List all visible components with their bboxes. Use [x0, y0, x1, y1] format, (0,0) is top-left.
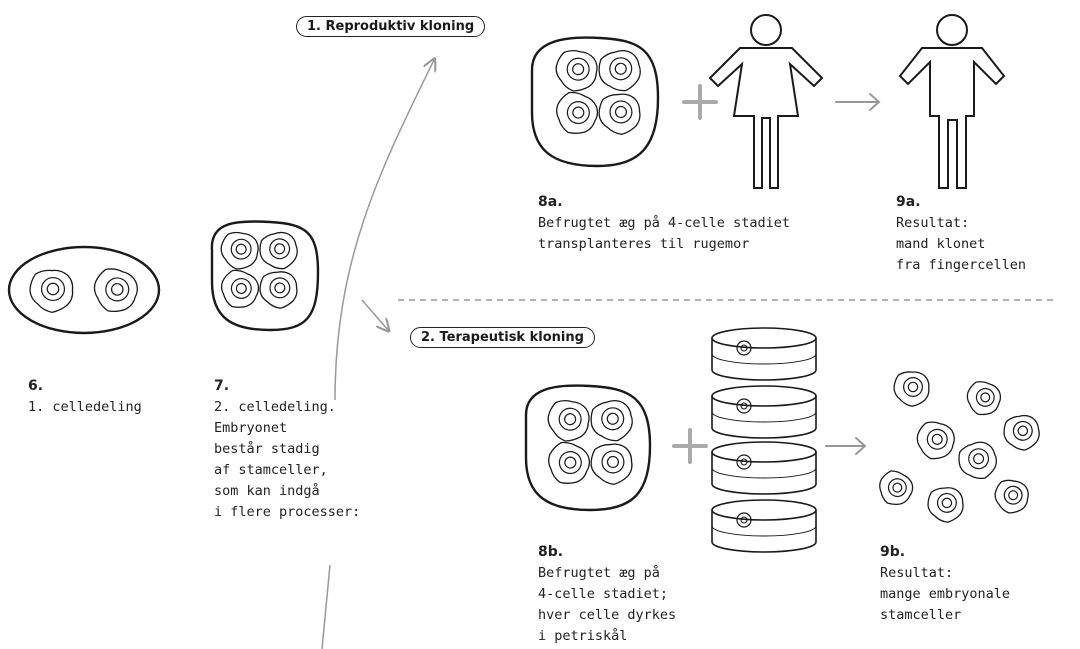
cell-icon — [958, 441, 998, 480]
step-8b-line: hver celle dyrkes — [538, 607, 677, 623]
cell-icon — [547, 400, 590, 442]
cell-icon — [259, 231, 298, 270]
cell-icon — [966, 381, 1002, 416]
four-cell-nuclei-8b — [547, 399, 633, 485]
four-cell-nuclei-7 — [220, 231, 298, 309]
arrow-right-icon — [825, 437, 867, 455]
reproductive-cloning-label: 1. Reproduktiv kloning — [296, 16, 486, 37]
step-9b-line: mange embryonale — [880, 586, 1011, 602]
cell-icon — [927, 487, 964, 523]
plus-icon — [682, 84, 718, 120]
petri-dish-stack — [711, 327, 817, 553]
petri-dish-icon — [711, 499, 817, 553]
step-6-label: 6. 1. celledeling — [28, 376, 142, 418]
step-6-number: 6. — [28, 378, 44, 394]
step-7-line: som kan indgå — [214, 483, 320, 499]
cell-icon — [590, 399, 633, 442]
step-9a-label: 9a. Resultat: mand klonet fra fingercell… — [896, 192, 1026, 276]
arrow-down-tail — [321, 564, 331, 649]
cell-icon — [590, 443, 633, 485]
step-9b-line: stamceller — [880, 607, 962, 623]
cell-icon — [220, 231, 259, 270]
two-cell-embryo — [7, 245, 161, 335]
step-8a-label: 8a. Befrugtet æg på 4-celle stadiet tran… — [538, 192, 790, 255]
step-7-line: i flere processer: — [214, 504, 361, 520]
step-9a-line: mand klonet — [896, 236, 986, 252]
step-9a-line: fra fingercellen — [896, 257, 1027, 273]
cell-icon — [548, 441, 591, 484]
four-cell-embryo-8b — [524, 384, 652, 512]
cell-icon — [29, 269, 74, 314]
therapeutic-cloning-label: 2. Terapeutisk kloning — [410, 327, 595, 348]
cell-icon — [598, 93, 641, 135]
step-7-number: 7. — [214, 378, 230, 394]
step-8b-line: 4-celle stadiet; — [538, 586, 669, 602]
step-7-label: 7. 2. celledeling. Embryonet består stad… — [214, 376, 360, 523]
cell-icon — [916, 421, 955, 460]
cell-icon — [93, 268, 138, 313]
step-9b-number: 9b. — [880, 544, 906, 560]
cell-icon — [994, 479, 1029, 514]
step-7-line: af stamceller, — [214, 462, 328, 478]
stem-cell-cluster — [879, 371, 1040, 523]
cell-icon — [220, 269, 260, 308]
two-cell-nuclei — [29, 268, 138, 314]
step-8b-label: 8b. Befrugtet æg på 4-celle stadiet; hve… — [538, 542, 676, 647]
step-9a-line: Resultat: — [896, 215, 970, 231]
step-8b-number: 8b. — [538, 544, 564, 560]
step-9b-label: 9b. Resultat: mange embryonale stamcelle… — [880, 542, 1010, 626]
step-7-line: består stadig — [214, 441, 320, 457]
petri-dish-icon — [711, 385, 817, 439]
cell-icon — [598, 49, 641, 92]
arrow-to-therapeutic — [361, 299, 388, 330]
woman-figure-icon — [708, 14, 824, 189]
step-9b-line: Resultat: — [880, 565, 954, 581]
step-8a-line: Befrugtet æg på 4-celle stadiet — [538, 215, 790, 231]
step-8b-line: Befrugtet æg på — [538, 565, 660, 581]
man-figure-icon — [898, 14, 1006, 189]
step-8a-line: transplanteres til rugemor — [538, 236, 750, 252]
cell-icon — [556, 91, 599, 134]
cell-icon — [893, 371, 930, 407]
arrow-to-reproductive — [334, 60, 434, 401]
step-7-line: 2. celledeling. — [214, 399, 336, 415]
petri-dish-icon — [711, 441, 817, 495]
petri-dish-icon — [711, 327, 817, 381]
four-cell-embryo-8a — [530, 36, 660, 168]
cell-icon — [1003, 414, 1040, 451]
step-8a-number: 8a. — [538, 194, 563, 210]
step-9a-number: 9a. — [896, 194, 921, 210]
four-cell-nuclei-8a — [555, 49, 641, 135]
plus-icon — [672, 428, 708, 464]
cell-icon — [259, 271, 298, 309]
arrow-right-icon — [835, 93, 881, 111]
step-7-line: Embryonet — [214, 420, 288, 436]
step-8b-line: i petriskål — [538, 628, 628, 644]
cell-icon — [879, 470, 914, 506]
cell-icon — [555, 50, 598, 92]
four-cell-embryo-7 — [210, 220, 320, 332]
step-6-line: 1. celledeling — [28, 399, 142, 415]
